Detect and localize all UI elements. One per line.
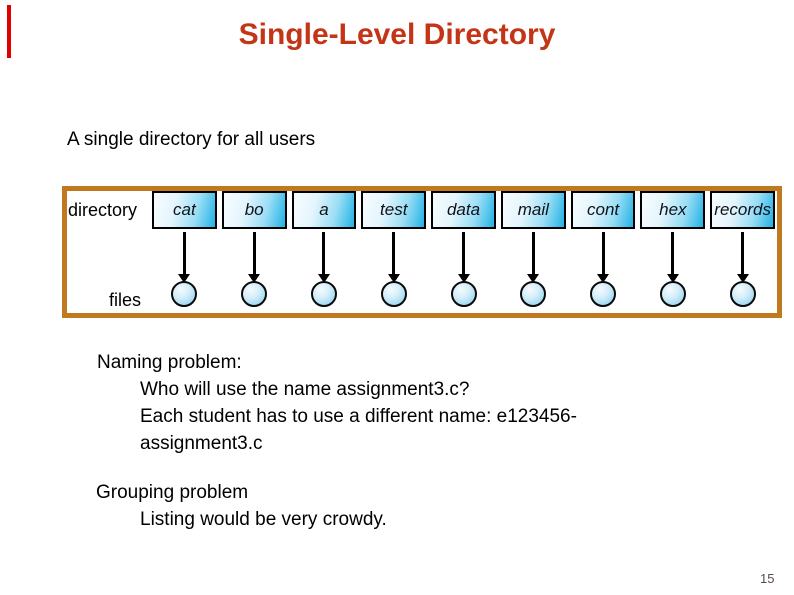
entry-box-data: data [431,191,496,229]
entry-box-mail: mail [500,191,566,229]
down-arrow-icon [741,232,745,274]
down-arrow-icon [182,232,186,274]
grouping-problem-heading: Grouping problem [96,482,249,503]
file-node-icon [310,281,337,307]
down-arrow-head-icon [527,274,540,283]
entry-box-cont: cont [570,191,636,229]
entry-box-bo: bo [221,191,287,229]
slide-title: Single-Level Directory [238,18,556,51]
down-arrow-icon [601,232,605,274]
directory-entry: records [710,191,776,313]
directory-entry: bo [221,191,287,313]
down-arrow-head-icon [736,274,749,283]
single-level-directory-diagram: directory files cat bo a [62,186,782,318]
down-arrow-head-icon [317,274,330,283]
naming-problem-line: assignment3.c [140,433,263,454]
intro-text: A single directory for all users [67,129,316,150]
down-arrow-icon [671,232,675,274]
file-node-icon [520,281,547,307]
file-node-icon [590,281,617,307]
page-number: 15 [760,571,775,586]
entry-box-test: test [361,191,427,229]
grouping-problem-line: Listing would be very crowdy. [140,509,387,530]
down-arrow-icon [392,232,396,274]
down-arrow-head-icon [597,274,610,283]
red-accent-bar [7,5,11,58]
file-node-icon [171,281,198,307]
entry-box-a: a [291,191,357,229]
naming-problem-line: Each student has to use a different name… [140,406,577,427]
directory-entry: test [361,191,427,313]
file-node-icon [241,281,268,307]
down-arrow-icon [462,232,466,274]
directory-entry: cat [152,191,217,313]
directory-label: directory [68,200,138,220]
down-arrow-head-icon [666,274,679,283]
down-arrow-icon [531,232,535,274]
files-label: files [109,290,142,310]
directory-entry: data [431,191,496,313]
down-arrow-head-icon [387,274,400,283]
naming-problem-heading: Naming problem: [97,352,242,373]
naming-problem-line: Who will use the name assignment3.c? [140,379,470,400]
entry-box-cat: cat [152,191,217,229]
directory-entry: mail [500,191,566,313]
directory-entry: hex [640,191,706,313]
directory-entry: cont [570,191,636,313]
down-arrow-head-icon [248,274,261,283]
file-node-icon [729,281,756,307]
file-node-icon [659,281,686,307]
file-node-icon [380,281,407,307]
down-arrow-icon [322,232,326,274]
directory-entries-row: cat bo a test [152,191,776,313]
down-arrow-icon [252,232,256,274]
down-arrow-head-icon [457,274,470,283]
entry-box-hex: hex [640,191,706,229]
file-node-icon [450,281,477,307]
directory-entry: a [291,191,357,313]
down-arrow-head-icon [178,274,191,283]
entry-box-records: records [710,191,776,229]
